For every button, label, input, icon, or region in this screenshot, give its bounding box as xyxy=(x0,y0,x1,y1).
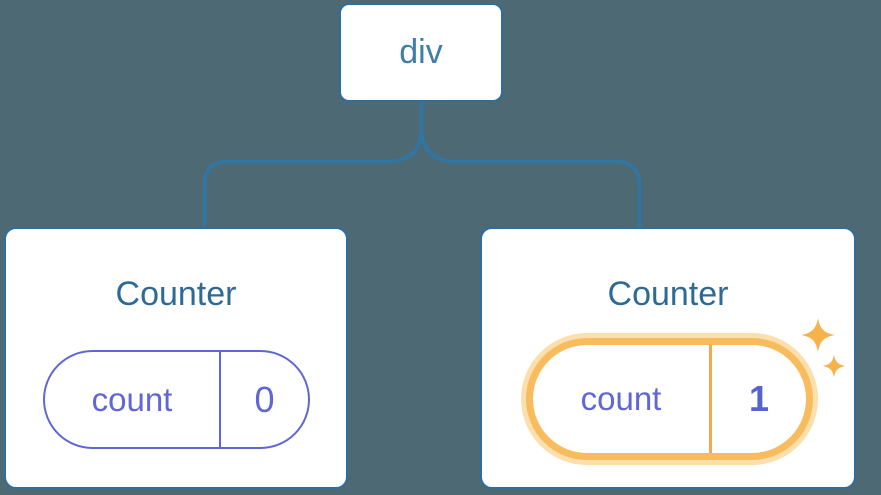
connector-left-branch xyxy=(202,101,424,228)
state-key-label: count xyxy=(91,380,173,418)
root-node-label: div xyxy=(399,33,443,71)
state-pill: count 0 xyxy=(43,350,310,449)
state-pill-highlighted: count 1 xyxy=(526,338,813,460)
counter-card-right: Counter count 1 xyxy=(480,227,856,489)
component-title: Counter xyxy=(115,275,237,313)
state-value: 1 xyxy=(748,378,770,419)
component-title: Counter xyxy=(607,275,729,313)
state-value: 0 xyxy=(254,378,275,420)
counter-card-left: Counter count 0 xyxy=(4,227,348,489)
pill-divider xyxy=(709,345,712,453)
state-key-label: count xyxy=(580,380,662,417)
root-node-div: div xyxy=(339,3,503,102)
connector-right-branch xyxy=(419,101,642,228)
pill-divider xyxy=(219,352,221,447)
